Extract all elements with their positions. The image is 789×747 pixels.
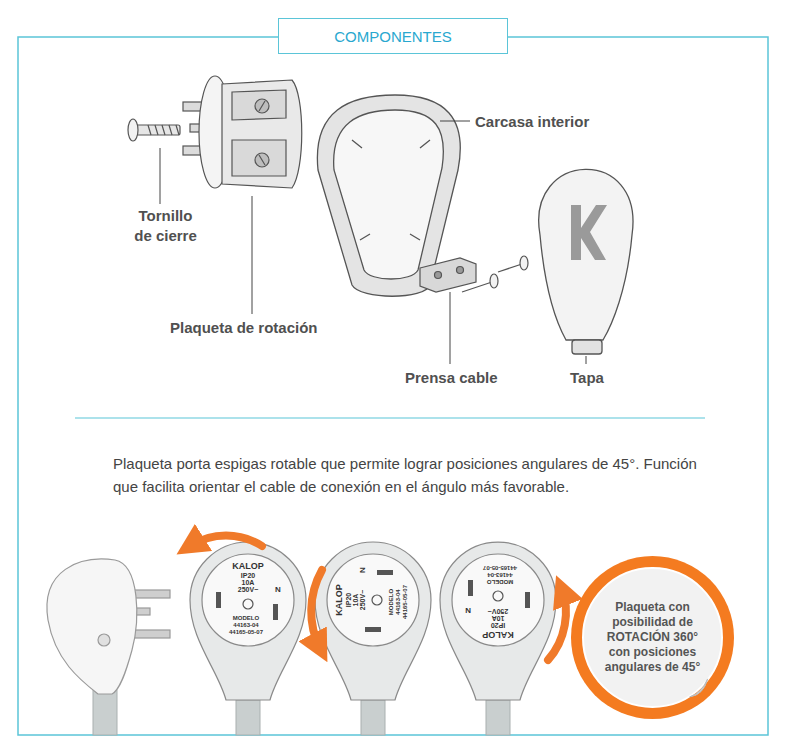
plate-marking: 10A: [492, 615, 505, 622]
plate-marking: MODELO: [233, 615, 259, 621]
drawing-part: [450, 292, 451, 364]
drawing-part: [222, 80, 302, 188]
drawing-part: [365, 570, 393, 632]
plate-marking: MODELO: [388, 589, 394, 615]
drawing-part: [352, 140, 430, 240]
rotation-plate-drawing: [183, 76, 302, 188]
drawing-part: [486, 700, 510, 735]
drawing-part: [457, 267, 464, 274]
part-name: Tapa: [570, 368, 604, 388]
plate-marking: 44163-04: [487, 572, 512, 578]
drawing-part: [236, 700, 260, 735]
rotation-arrows: [190, 536, 566, 661]
inner-disk: [583, 568, 722, 707]
plate-marking: KALOP: [482, 630, 514, 639]
plate-marking: IP20: [345, 593, 352, 607]
drawing-part: [462, 282, 492, 292]
frame: [18, 37, 768, 735]
drawing-part: [134, 125, 180, 135]
part-name: Prensa cable: [405, 368, 498, 388]
drawing-part: [548, 590, 566, 660]
drawing-part: [216, 592, 221, 608]
plate-marking: 10A: [352, 594, 359, 607]
plate-marking: KALOP: [335, 584, 344, 616]
plate-marking: 44165-05-07: [229, 629, 263, 635]
plate-marking: KALOP: [232, 562, 264, 571]
drawing-part: [420, 258, 476, 292]
plate-marking: MODELO: [487, 579, 513, 585]
plate-marking: IP20: [241, 572, 255, 579]
drawing-part: [252, 196, 253, 314]
plug-drawing: [47, 559, 170, 694]
part-name: Plaqueta de rotación: [170, 318, 318, 338]
drawing-part: [232, 90, 286, 176]
plate-marking: 44163-04: [233, 622, 258, 628]
leader-lines: [160, 121, 586, 364]
drawing-part: [327, 554, 419, 646]
drawing-part: [334, 110, 444, 279]
screw-drawing: [128, 119, 180, 141]
drawing-part: [435, 272, 442, 279]
drawing-part: [259, 101, 265, 165]
callout-text: Plaqueta con posibilidad de ROTACIÓN 360…: [597, 600, 709, 675]
divider: [75, 417, 705, 418]
plate-marking: 44163-04: [395, 589, 401, 614]
plate-marking: 44165-05-07: [402, 585, 408, 619]
drawing-part: [202, 554, 294, 646]
plate-marking: N: [465, 606, 471, 614]
drawing-part: [440, 121, 470, 122]
drawing-part: [372, 595, 382, 605]
drawing-part: [468, 580, 473, 596]
callout-text-area: Plaqueta con posibilidad de ROTACIÓN 360…: [570, 555, 735, 720]
drawing-part: [273, 604, 278, 620]
drawing-part: [243, 599, 253, 609]
drawing-part: [315, 542, 431, 700]
plate-marking: 250V~: [488, 608, 508, 615]
plate-marking: 250V~: [238, 586, 258, 593]
drawing-part: [468, 580, 530, 608]
part-name: Tornillo de cierre: [128, 206, 203, 246]
drawing-part: [571, 205, 607, 260]
description-text: Plaqueta porta espigas rotable que permi…: [113, 452, 703, 498]
drawing-part: [361, 700, 385, 735]
plate-marking: 10A: [242, 579, 255, 586]
cover-drawing: [539, 169, 633, 354]
drawing-part: [216, 592, 278, 620]
drawing-part: [586, 356, 587, 364]
drawing-part: [128, 119, 138, 141]
drawing-part: [440, 542, 556, 700]
drawing-part: [498, 264, 522, 272]
drawing-part: [452, 554, 544, 646]
orange-ring: [571, 556, 734, 719]
cable-clamp-drawing: [420, 256, 528, 292]
drawing-part: [98, 634, 110, 646]
drawing-part: [160, 148, 161, 204]
drawing-part: [148, 125, 179, 135]
drawing-part: [190, 542, 306, 700]
drawing-part: [490, 274, 498, 288]
page-curl: [690, 679, 708, 697]
drawing-part: [525, 592, 530, 608]
plate-marking: N: [275, 586, 281, 594]
plate-marking: IP20: [491, 622, 505, 629]
plate-marking: 250V~: [359, 590, 366, 610]
drawing-part: [365, 627, 381, 632]
drawing-part: [493, 591, 503, 601]
callout-circle: Plaqueta con posibilidad de ROTACIÓN 360…: [570, 555, 735, 720]
plate-marking: N: [359, 567, 367, 573]
title-box: COMPONENTES: [278, 18, 508, 54]
plate-marking: 44165-05-07: [483, 565, 517, 571]
drawing-part: [572, 340, 602, 354]
drawing-part: [377, 570, 393, 575]
part-name: Carcasa interior: [475, 112, 589, 132]
cables: [93, 690, 510, 735]
drawing-part: [539, 169, 633, 340]
drawing-part: [93, 690, 117, 735]
drawing-part: [47, 559, 137, 694]
drawing-part: [520, 256, 528, 270]
drawing-part: [190, 536, 262, 547]
drawing-part: [311, 570, 322, 648]
plug-faces: [190, 542, 556, 700]
